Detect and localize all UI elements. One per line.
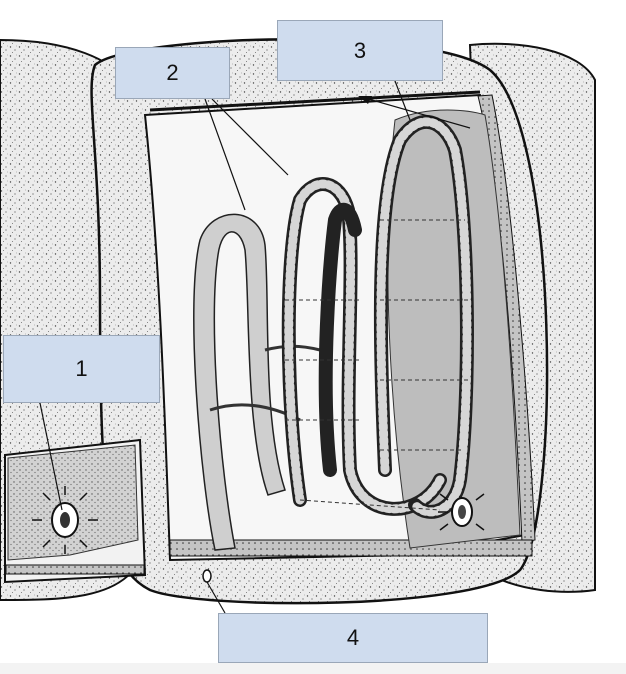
nephridium-mesh	[285, 219, 470, 511]
label-box-1[interactable]: 1	[3, 335, 160, 403]
external-pore	[202, 569, 212, 583]
label-4-text: 4	[346, 625, 360, 650]
bottom-strip	[0, 663, 626, 674]
body-wall-top	[149, 90, 481, 112]
label-1-text: 1	[75, 356, 88, 381]
leader-line-2b	[204, 98, 246, 211]
septum	[387, 109, 521, 549]
label-box-2[interactable]: 2	[115, 47, 230, 99]
left-segment-wall	[7, 444, 139, 561]
nephrostome-left	[32, 486, 98, 554]
label-box-3[interactable]: 3	[277, 20, 443, 81]
blood-vessel	[193, 213, 286, 551]
label-3-text: 3	[353, 37, 367, 63]
left-segment-floor	[5, 564, 145, 575]
leader-line-4	[206, 581, 226, 614]
leader-line-2a	[211, 98, 289, 176]
label-2-text: 2	[166, 60, 179, 85]
arrowhead-3	[358, 96, 372, 104]
leader-line-3a	[394, 80, 411, 121]
leader-line-1	[39, 402, 63, 511]
nephridium-loop-outer-fill	[376, 117, 472, 517]
leader-line-3-arrow	[364, 97, 471, 129]
nephrostome-right	[438, 493, 485, 531]
label-box-4[interactable]: 4	[218, 613, 488, 663]
